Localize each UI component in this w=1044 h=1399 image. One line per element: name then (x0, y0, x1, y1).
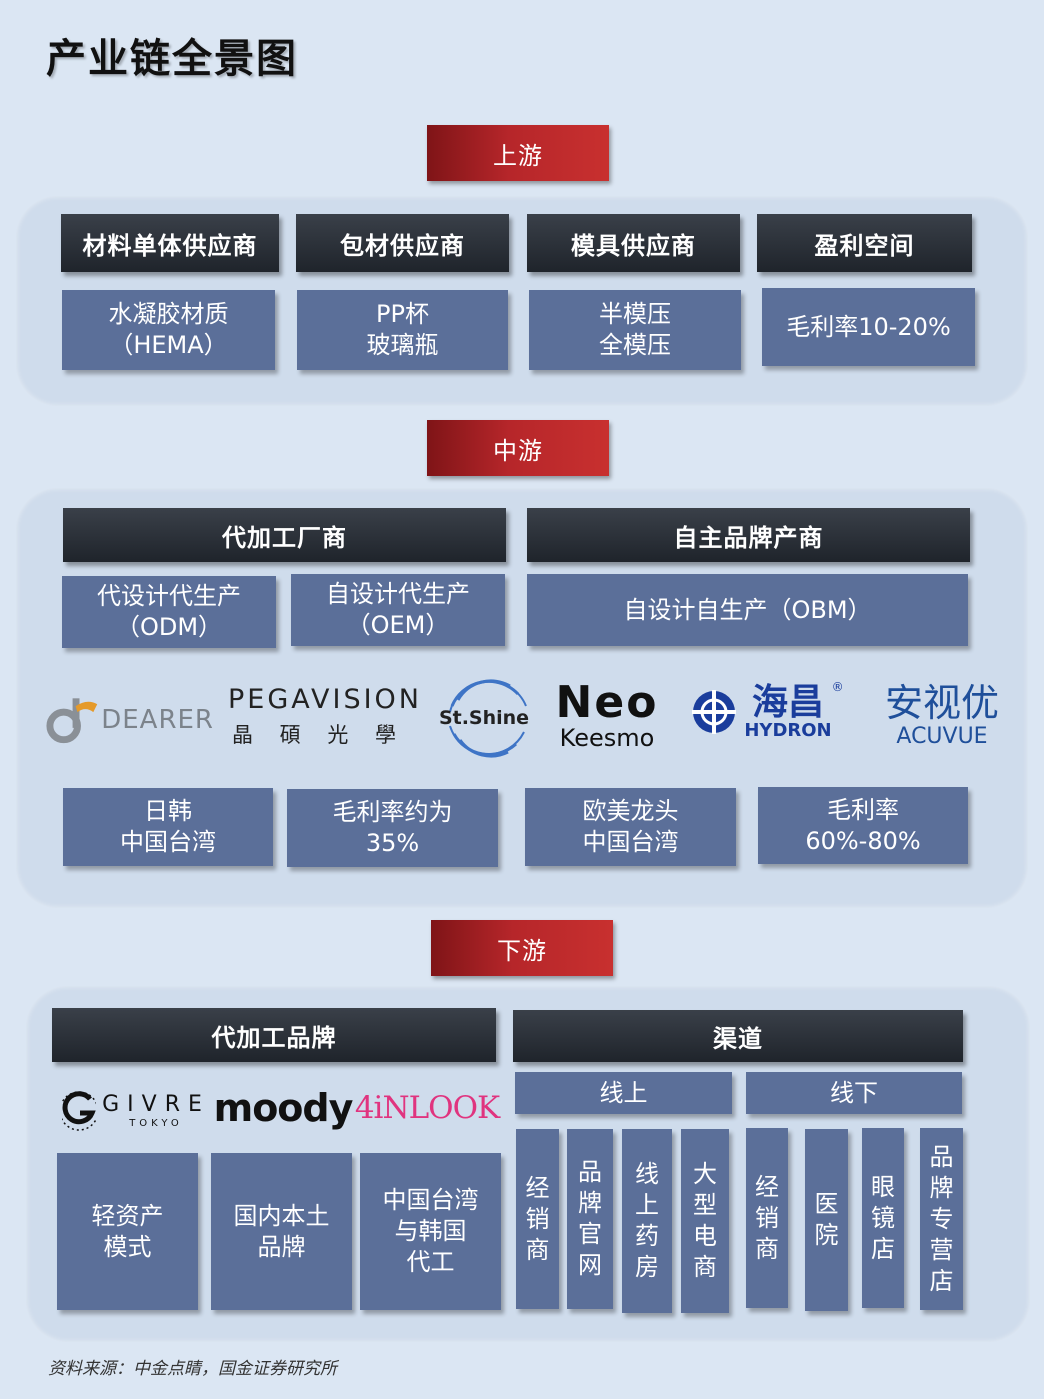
box-odm: 代设计代生产 （ODM） (62, 576, 276, 648)
box-domestic-brand: 国内本土 品牌 (211, 1153, 352, 1310)
acuvue-text: ACUVUE (896, 724, 988, 749)
hydron-text: HYDRON (744, 720, 832, 741)
box-online: 线上 (515, 1072, 732, 1114)
channel-online-pharmacy: 线上药房 (622, 1129, 672, 1313)
upstream-stage-label: 上游 (427, 125, 609, 181)
givre-g-icon (62, 1091, 97, 1131)
box-offline: 线下 (746, 1072, 962, 1114)
box-taiwan-korea-oem: 中国台湾 与韩国 代工 (360, 1153, 501, 1310)
4inlook-logo: 4iNLOOK (355, 1084, 500, 1132)
moody-logo: moody (214, 1082, 354, 1134)
channel-brand-store-label: 品牌专营店 (929, 1142, 954, 1295)
header-oem-manufacturer: 代加工厂商 (63, 508, 506, 562)
givre-text: GIVRE (102, 1092, 210, 1117)
box-light-asset-model: 轻资产 模式 (57, 1153, 198, 1310)
box-japan-korea-taiwan: 日韩 中国台湾 (63, 788, 273, 866)
registered-icon: ® (831, 680, 844, 694)
channel-offline-distributor: 经销商 (746, 1128, 788, 1308)
hydron-cn-text: 海昌 (751, 682, 824, 723)
stshine-text: St.Shine (438, 707, 530, 729)
header-oem-brand: 代加工品牌 (52, 1008, 496, 1062)
box-oem: 自设计代生产 （OEM） (291, 574, 505, 646)
channel-brand-store: 品牌专营店 (920, 1128, 963, 1310)
channel-brand-website-label: 品牌官网 (578, 1158, 602, 1279)
stshine-ring-icon (449, 679, 527, 758)
givre-subtext: TOKYO (129, 1118, 183, 1129)
neo-text: Neo (555, 677, 659, 728)
channel-online-distributor: 经销商 (516, 1129, 559, 1309)
hydron-crosshair-icon (692, 690, 737, 734)
dearer-text: DEARER (101, 705, 214, 735)
header-channel: 渠道 (513, 1010, 963, 1062)
neo-logo: Neo Keesmo (548, 680, 666, 752)
box-upstream-margin: 毛利率10-20% (762, 288, 975, 366)
acuvue-logo: 安视优 ACUVUE (872, 682, 1012, 754)
channel-offline-distributor-label: 经销商 (755, 1172, 779, 1263)
source-note: 资料来源：中金点睛，国金证券研究所 (48, 1359, 337, 1379)
midstream-stage-label: 中游 (427, 420, 609, 476)
givre-logo: GIVRE TOKYO (60, 1084, 212, 1138)
channel-large-ecommerce-label: 大型电商 (693, 1160, 717, 1281)
downstream-stage-label: 下游 (431, 920, 613, 976)
channel-optical-store: 眼镜店 (862, 1128, 904, 1308)
box-west-leaders-taiwan: 欧美龙头 中国台湾 (525, 788, 736, 866)
header-material-supplier: 材料单体供应商 (61, 214, 279, 272)
channel-brand-website: 品牌官网 (567, 1129, 613, 1309)
channel-online-distributor-label: 经销商 (525, 1173, 550, 1264)
header-own-brand-manufacturer: 自主品牌产商 (527, 508, 970, 562)
channel-large-ecommerce: 大型电商 (681, 1129, 729, 1313)
moody-text: moody (213, 1086, 354, 1130)
pegavision-text: PEGAVISION (228, 684, 422, 715)
page-title: 产业链全景图 (46, 35, 298, 82)
channel-optical-store-label: 眼镜店 (871, 1172, 895, 1263)
channel-online-pharmacy-label: 线上药房 (635, 1160, 659, 1281)
pegavision-subtext: 晶 碩 光 學 (231, 723, 407, 747)
stshine-logo: St.Shine (436, 676, 532, 760)
pegavision-logo: PEGAVISION 晶 碩 光 學 (228, 684, 422, 754)
channel-hospital-label: 医院 (814, 1190, 839, 1249)
box-obm-margin: 毛利率 60%-80% (758, 787, 968, 864)
header-packaging-supplier: 包材供应商 (296, 214, 509, 272)
box-oem-margin: 毛利率约为 35% (287, 789, 498, 867)
channel-hospital: 医院 (805, 1129, 848, 1311)
box-packaging-types: PP杯 玻璃瓶 (297, 290, 508, 370)
header-mold-supplier: 模具供应商 (527, 214, 740, 272)
dearer-logo: DEARER (44, 690, 214, 750)
acuvue-cn-text: 安视优 (884, 681, 999, 725)
box-mold-types: 半模压 全模压 (529, 290, 741, 370)
box-obm: 自设计自生产（OBM） (527, 574, 968, 646)
4inlook-text: 4iNLOOK (354, 1090, 500, 1126)
dearer-mark-icon (46, 698, 98, 744)
box-hydrogel-material: 水凝胶材质 （HEMA） (62, 290, 275, 370)
neo-subtext: Keesmo (559, 724, 655, 752)
hydron-logo: 海昌 HYDRON ® (676, 680, 858, 744)
header-profit-margin: 盈利空间 (757, 214, 972, 272)
